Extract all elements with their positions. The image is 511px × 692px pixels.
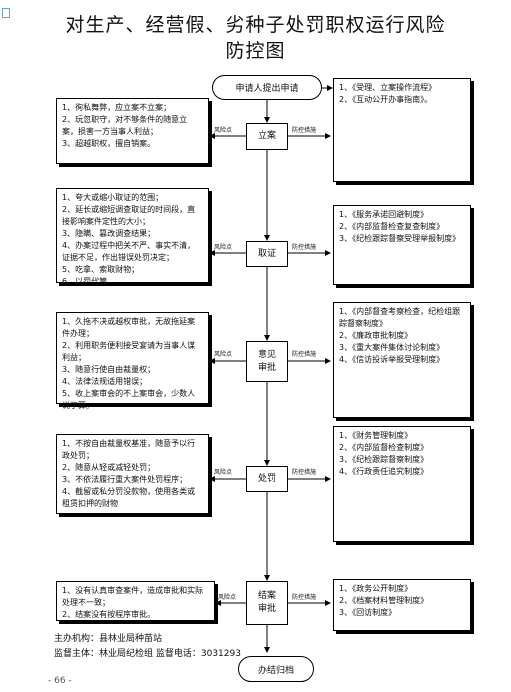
- supervisor-text: 监督主体：林业局纪检组 监督电话：3031293: [54, 649, 241, 659]
- diagram-title-line2: 防控图: [225, 40, 286, 62]
- diagram-title-line1: 对生产、经营假、劣种子处罚职权运行风险: [65, 14, 446, 36]
- risk-point-label: 风险点: [214, 244, 233, 251]
- risk-item: 3、随意行使自由裁量权；: [62, 365, 156, 374]
- risk-item: 3、超越职权，擅自销案。: [62, 139, 156, 148]
- control-box-step2: 1、《服务承诺回避制度》 2、《内部监督检查复查制度》 3、《纪检跟踪督察受理举…: [333, 205, 471, 285]
- control-item: 1、《受理、立案操作流程》: [339, 83, 437, 92]
- risk-item: 3、不依法履行重大案件处罚程序；: [62, 475, 188, 484]
- risk-box-step5: 1、没有认真审查案件，造成审批和实际处理不一致； 2、结案没有按程序审批。: [56, 581, 215, 621]
- control-box-step5: 1、《政务公开制度》 2、《档案材料管理制度》 3、《回访制度》: [333, 579, 471, 631]
- risk-box-step2: 1、夸大或缩小取证的范围； 2、延长或缩短调查取证的时间段，直接影响案件定性的大…: [56, 188, 209, 286]
- step-name: 立案: [257, 131, 276, 141]
- risk-item: 1、没有认真审查案件，造成审批和实际处理不一致；: [62, 586, 204, 607]
- risk-item: 2、延长或缩短调查取证的时间段，直接影响案件定性的大小；: [62, 205, 196, 226]
- control-item: 4、《信访投诉举报受理制度》: [339, 355, 445, 364]
- control-item: 1、《政务公开制度》: [339, 584, 413, 593]
- risk-item: 4、截留或私分罚没款物，使用各类或租赁扣押的财物: [62, 487, 196, 508]
- control-measure-label: 防控措施: [292, 351, 317, 358]
- control-item: 2、《内部监督检查复查制度》: [339, 222, 445, 231]
- control-item: 3、《纪检跟踪督察受理举报制度》: [339, 234, 461, 243]
- control-box-step4: 1、《财务管理制度》 2、《内部监督检查制度》 3、《纪检跟踪督察制度》 4、《…: [333, 426, 471, 542]
- risk-item: 1、夸大或缩小取证的范围；: [62, 193, 164, 202]
- risk-item: 2、结案没有按程序审批。: [62, 610, 156, 619]
- risk-item: 6、以罚代管。: [62, 277, 116, 286]
- risk-item: 1、徇私舞弊，应立案不立案；: [62, 103, 172, 112]
- risk-item: 2、随意从轻或减轻处罚；: [62, 463, 156, 472]
- step-node-2: 取证: [246, 241, 288, 267]
- step-node-5: 结案 审批: [246, 581, 288, 625]
- risk-item: 1、不按自由裁量权基准，随意予以行政处罚；: [62, 439, 196, 460]
- control-box-step3: 1、《内部督查考察检查，纪检组跟踪督察制度》 2、《廉政审批制度》 3、《重大案…: [333, 302, 471, 418]
- organizer-text: 主办机构：县林业局种苗站: [54, 634, 163, 644]
- control-measure-label: 防控措施: [292, 127, 317, 134]
- control-item: 1、《服务承诺回避制度》: [339, 210, 429, 219]
- risk-item: 4、法律法规适用错误；: [62, 377, 148, 386]
- risk-item: 1、久拖不决或越权审批，无故拖延案件办理；: [62, 317, 196, 338]
- control-item: 3、《重大案件集体讨论制度》: [339, 343, 445, 352]
- step-name: 结案: [257, 591, 276, 601]
- control-box-step1: 1、《受理、立案操作流程》 2、《互动公开办事指南》。: [333, 78, 471, 182]
- step-name: 取证: [257, 248, 276, 259]
- control-item: 2、《廉政审批制度》: [339, 331, 413, 340]
- risk-point-label: 风险点: [214, 469, 233, 476]
- risk-point-label: 风险点: [214, 127, 233, 134]
- page-number: - 66 -: [48, 676, 72, 686]
- step-node-4: 处罚: [246, 466, 288, 492]
- control-measure-label: 防控措施: [292, 244, 317, 251]
- step-name: 审批: [257, 604, 276, 614]
- step-node-3: 意见 审批: [246, 341, 288, 382]
- end-node: 办结归档: [238, 656, 314, 682]
- control-item: 1、《内部督查考察检查，纪检组跟踪督察制度》: [339, 307, 461, 328]
- risk-item: 3、隐瞒、篡改调查结果；: [62, 229, 156, 238]
- risk-box-step1: 1、徇私舞弊，应立案不立案； 2、玩忽职守，对不够条件的随意立案，损害一方当事人…: [56, 98, 209, 164]
- risk-point-label: 风险点: [214, 351, 233, 358]
- step-name: 意见: [257, 349, 276, 360]
- risk-box-step4: 1、不按自由裁量权基准，随意予以行政处罚； 2、随意从轻或减轻处罚； 3、不依法…: [56, 434, 209, 514]
- control-item: 2、《内部监督检查制度》: [339, 443, 429, 452]
- control-item: 2、《互动公开办事指南》。: [339, 95, 433, 104]
- control-item: 3、《纪检跟踪督察制度》: [339, 455, 429, 464]
- control-item: 2、《档案材料管理制度》: [339, 596, 429, 605]
- risk-item: 5、吃拿、索取财物；: [62, 265, 140, 274]
- control-measure-label: 防控措施: [292, 594, 317, 601]
- step-node-1: 立案: [246, 123, 288, 150]
- control-measure-label: 防控措施: [292, 469, 317, 476]
- risk-item: 2、利用职务便利接受宴请为当事人谋利益；: [62, 341, 196, 362]
- risk-box-step3: 1、久拖不决或越权审批，无故拖延案件办理； 2、利用职务便利接受宴请为当事人谋利…: [56, 312, 209, 410]
- risk-item: 4、办案过程中把关不严、事实不清，证据不足，作出错误处罚决定；: [62, 241, 196, 262]
- control-item: 4、《行政责任追究制度》: [339, 467, 429, 476]
- risk-point-label: 风险点: [218, 594, 237, 601]
- control-item: 3、《回访制度》: [339, 608, 397, 617]
- page-corner-marker: [2, 8, 10, 18]
- risk-item: 2、玩忽职守，对不够条件的随意立案，损害一方当事人利益；: [62, 115, 188, 136]
- start-node: 申请人提出申请: [212, 75, 322, 100]
- step-name: 审批: [257, 362, 276, 373]
- risk-item: 5、收上案审会的不上案审会，少数人说了算。: [62, 389, 196, 410]
- control-item: 1、《财务管理制度》: [339, 431, 413, 440]
- step-name: 处罚: [257, 473, 276, 484]
